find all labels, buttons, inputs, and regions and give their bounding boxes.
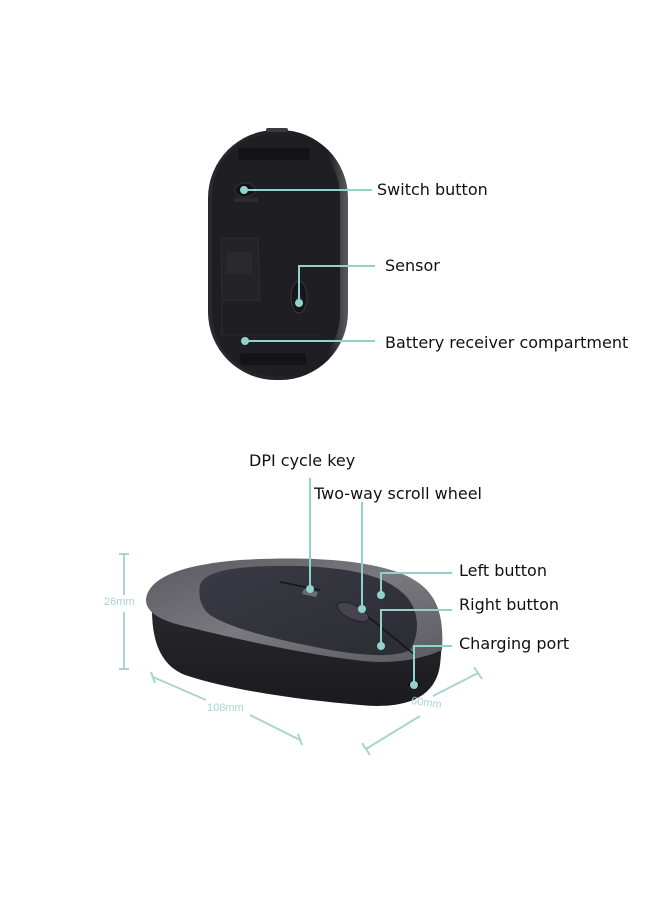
bottom-callout-lines xyxy=(244,189,375,342)
scroll-wheel-icon xyxy=(336,601,370,623)
mouse-top-view xyxy=(146,558,443,706)
callout-sensor: Sensor xyxy=(385,256,440,275)
callout-scroll-wheel: Two-way scroll wheel xyxy=(314,484,482,503)
callout-dpi-cycle-key: DPI cycle key xyxy=(249,451,356,470)
mouse-bottom-view xyxy=(208,128,348,380)
callout-right-button: Right button xyxy=(459,595,559,614)
dimension-height: 26mm xyxy=(104,596,135,608)
callout-battery-receiver-compartment: Battery receiver compartment xyxy=(385,333,629,352)
callout-left-button: Left button xyxy=(459,561,547,580)
dimension-lines xyxy=(119,553,483,756)
top-callout-lines xyxy=(309,478,452,685)
callout-switch-button: Switch button xyxy=(377,180,488,199)
dimension-length: 108mm xyxy=(207,702,244,714)
callout-charging-port: Charging port xyxy=(459,634,570,653)
